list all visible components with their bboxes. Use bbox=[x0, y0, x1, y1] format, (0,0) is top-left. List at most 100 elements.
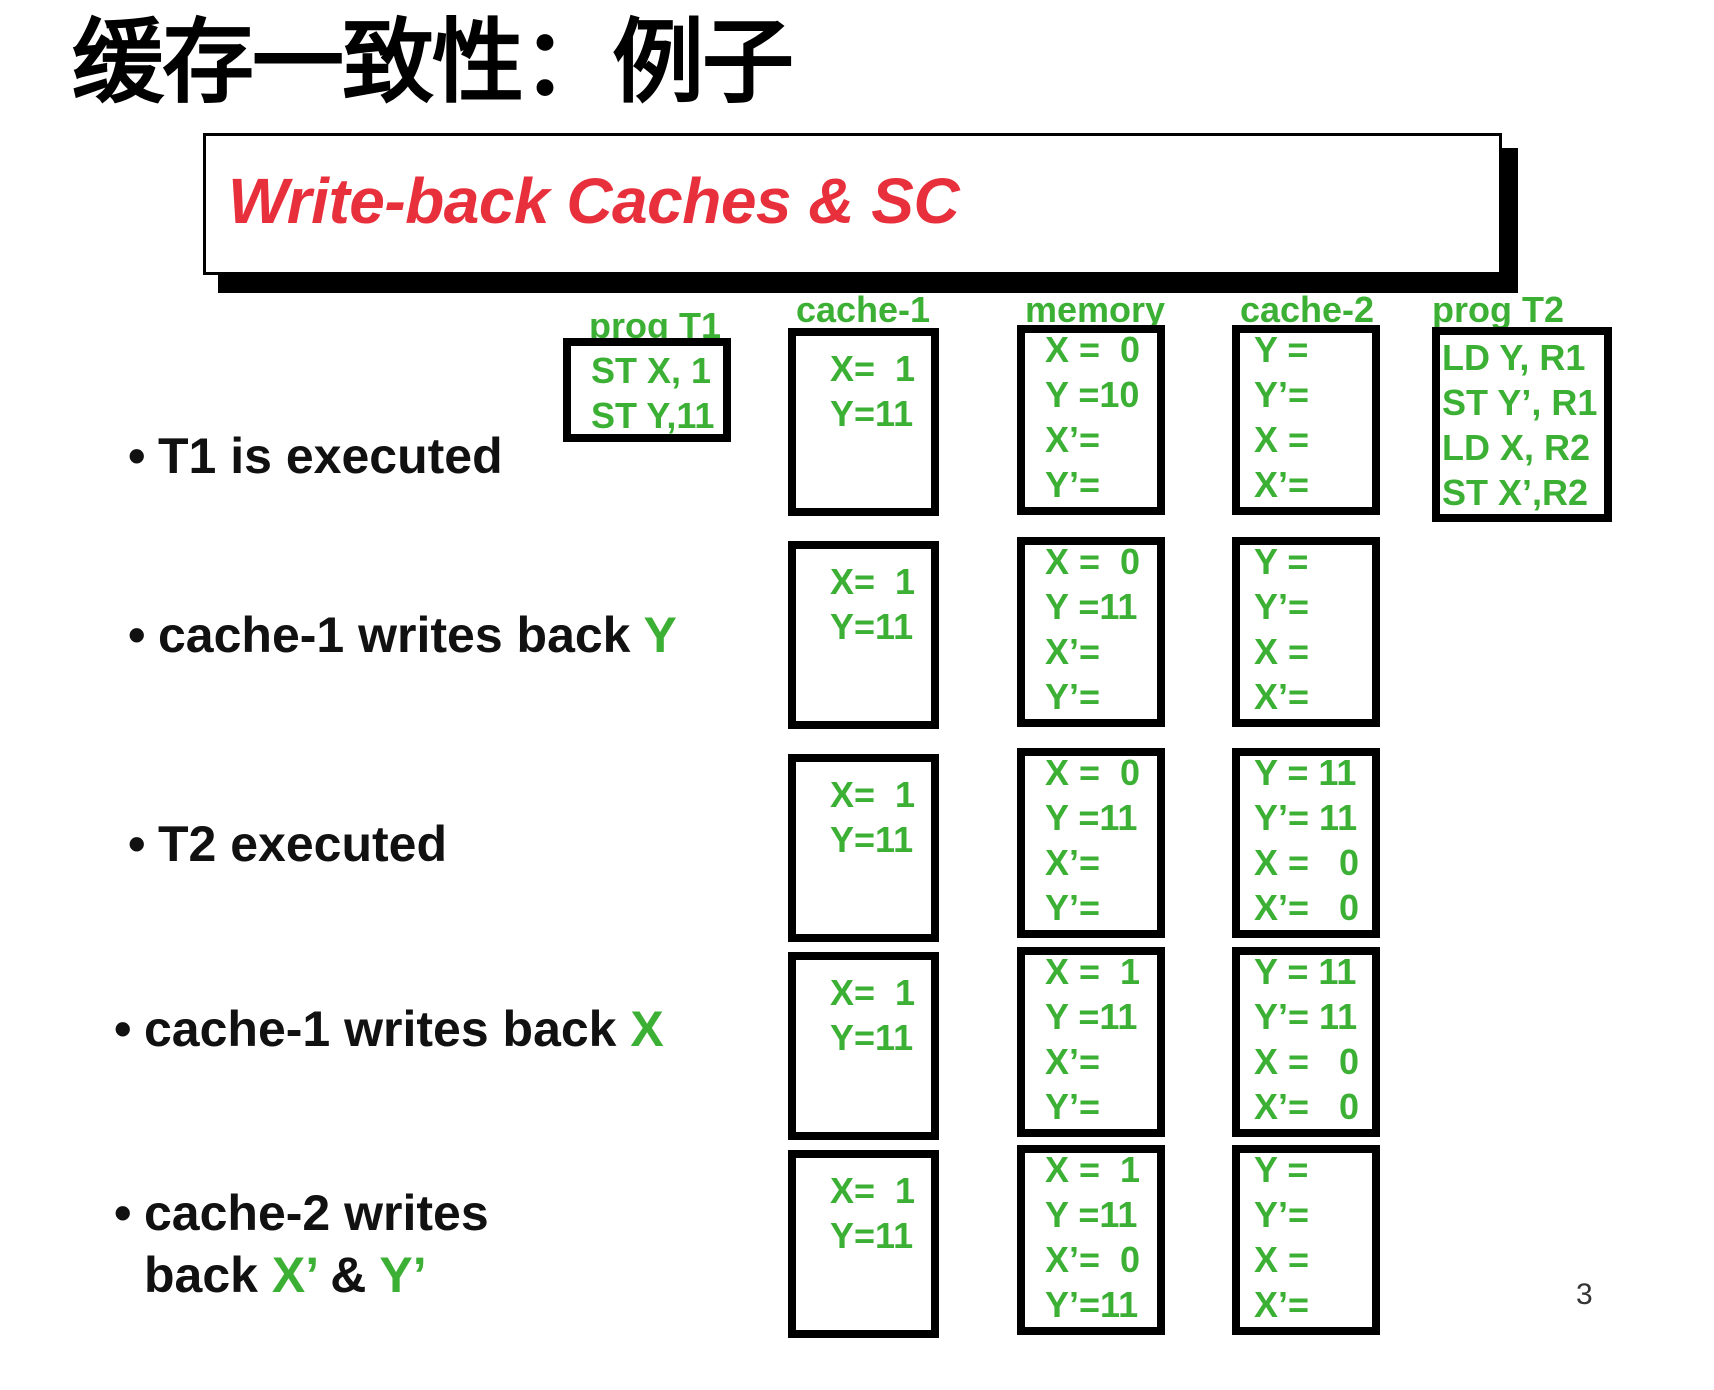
memory-entry: Y =11 bbox=[1045, 1194, 1138, 1235]
cache-1-entry: Y=11 bbox=[830, 1215, 914, 1256]
banner-box: Write-back Caches & SC bbox=[203, 133, 1502, 275]
step-description: •cache-2 writes bbox=[114, 1183, 489, 1243]
cache-2-box: Y =Y’=X =X’= bbox=[1232, 1145, 1380, 1335]
column-label-cache-2: cache-2 bbox=[1239, 289, 1375, 330]
memory-entry: X’= bbox=[1045, 1041, 1101, 1082]
bullet-icon: • bbox=[128, 816, 146, 872]
cache-1-entry: X= 1 bbox=[830, 1170, 916, 1211]
program-t2-line: ST X’,R2 bbox=[1442, 472, 1589, 513]
step-description: •T2 executed bbox=[128, 814, 447, 874]
cache-2-entry: X = bbox=[1254, 631, 1310, 672]
step-highlight: X’ bbox=[271, 1247, 317, 1303]
cache-2-entry: Y’= 11 bbox=[1254, 797, 1358, 838]
memory-entry: Y’= bbox=[1045, 887, 1101, 928]
column-label-memory: memory bbox=[1024, 289, 1166, 330]
step-text: & bbox=[316, 1247, 380, 1303]
cache-2-entry: X’= 0 bbox=[1254, 1086, 1360, 1127]
cache-2-entry: Y = 11 bbox=[1254, 951, 1357, 992]
cache-2-entry: X’= bbox=[1254, 676, 1310, 717]
cache-1-entry: Y=11 bbox=[830, 393, 914, 434]
page-number: 3 bbox=[1576, 1278, 1593, 1311]
program-t2-line: LD Y, R1 bbox=[1442, 337, 1586, 378]
program-t1-line: ST Y,11 bbox=[591, 395, 715, 436]
cache-2-entry: X’= bbox=[1254, 1284, 1310, 1325]
memory-entry: Y’= bbox=[1045, 1086, 1101, 1127]
memory-entry: X’= bbox=[1045, 419, 1101, 460]
cache-1-entry: Y=11 bbox=[830, 819, 914, 860]
column-label-prog-t1: prog T1 bbox=[589, 305, 721, 346]
memory-entry: X = 1 bbox=[1045, 1149, 1141, 1190]
cache-1-entry: X= 1 bbox=[830, 774, 916, 815]
step-text: T2 executed bbox=[158, 816, 448, 872]
step-text: cache-2 writes bbox=[144, 1185, 489, 1241]
step-description: •cache-1 writes back Y bbox=[128, 605, 677, 665]
memory-entry: X = 0 bbox=[1045, 752, 1141, 793]
cache-1-entry: X= 1 bbox=[830, 561, 916, 602]
page-title: 缓存一致性：例子 bbox=[72, 9, 794, 116]
memory-entry: X = 1 bbox=[1045, 951, 1141, 992]
step-description: •cache-1 writes back X bbox=[114, 999, 664, 1059]
cache-1-entry: Y=11 bbox=[830, 1017, 914, 1058]
memory-entry: Y =11 bbox=[1045, 996, 1138, 1037]
step-highlight: Y bbox=[643, 607, 677, 663]
memory-entry: X’= bbox=[1045, 842, 1101, 883]
memory-entry: Y =10 bbox=[1045, 374, 1140, 415]
memory-entry: Y =11 bbox=[1045, 797, 1138, 838]
step-text: T1 is executed bbox=[158, 428, 503, 484]
column-label-prog-t2: prog T2 bbox=[1432, 289, 1564, 330]
cache-2-entry: X’= bbox=[1254, 464, 1310, 505]
bullet-icon: • bbox=[128, 607, 146, 663]
cache-2-entry: Y = bbox=[1254, 541, 1309, 582]
cache-1-entry: X= 1 bbox=[830, 972, 916, 1013]
memory-entry: X’= 0 bbox=[1045, 1239, 1141, 1280]
cache-2-entry: Y’= bbox=[1254, 1194, 1310, 1235]
cache-1-entry: X= 1 bbox=[830, 348, 916, 389]
program-t2-box: LD Y, R1 ST Y’, R1 LD X, R2 ST X’,R2 bbox=[1432, 327, 1612, 522]
cache-2-entry: Y’= bbox=[1254, 374, 1310, 415]
bullet-icon: • bbox=[128, 428, 146, 484]
cache-2-entry: X = bbox=[1254, 1239, 1310, 1280]
memory-entry: X’= bbox=[1045, 631, 1101, 672]
cache-2-entry: X = bbox=[1254, 419, 1310, 460]
cache-2-box: Y =Y’=X =X’= bbox=[1232, 325, 1380, 515]
memory-entry: X = 0 bbox=[1045, 541, 1141, 582]
step-highlight: Y’ bbox=[379, 1247, 427, 1303]
program-t1-line: ST X, 1 bbox=[591, 350, 712, 391]
cache-2-entry: X’= 0 bbox=[1254, 887, 1360, 928]
column-label-cache-1: cache-1 bbox=[795, 289, 931, 330]
step-description-line-2: back X’ & Y’ bbox=[144, 1245, 427, 1305]
memory-entry: X = 0 bbox=[1045, 329, 1141, 370]
cache-2-entry: Y’= bbox=[1254, 586, 1310, 627]
memory-entry: Y’=11 bbox=[1045, 1284, 1139, 1325]
memory-entry: Y’= bbox=[1045, 676, 1101, 717]
cache-1-entry: Y=11 bbox=[830, 606, 914, 647]
bullet-icon: • bbox=[114, 1185, 132, 1241]
cache-2-entry: Y = bbox=[1254, 1149, 1309, 1190]
memory-entry: Y’= bbox=[1045, 464, 1101, 505]
step-highlight: X bbox=[630, 1001, 664, 1057]
step-text: cache-1 writes back bbox=[158, 607, 644, 663]
program-t2-line: LD X, R2 bbox=[1442, 427, 1591, 468]
banner-title: Write-back Caches & SC bbox=[228, 165, 960, 237]
bullet-icon: • bbox=[114, 1001, 132, 1057]
step-text: back bbox=[144, 1247, 272, 1303]
cache-2-entry: X = 0 bbox=[1254, 1041, 1360, 1082]
cache-2-entry: X = 0 bbox=[1254, 842, 1360, 883]
cache-2-entry: Y’= 11 bbox=[1254, 996, 1358, 1037]
step-text: cache-1 writes back bbox=[144, 1001, 631, 1057]
cache-2-entry: Y = 11 bbox=[1254, 752, 1357, 793]
program-t2-line: ST Y’, R1 bbox=[1442, 382, 1598, 423]
memory-entry: Y =11 bbox=[1045, 586, 1138, 627]
